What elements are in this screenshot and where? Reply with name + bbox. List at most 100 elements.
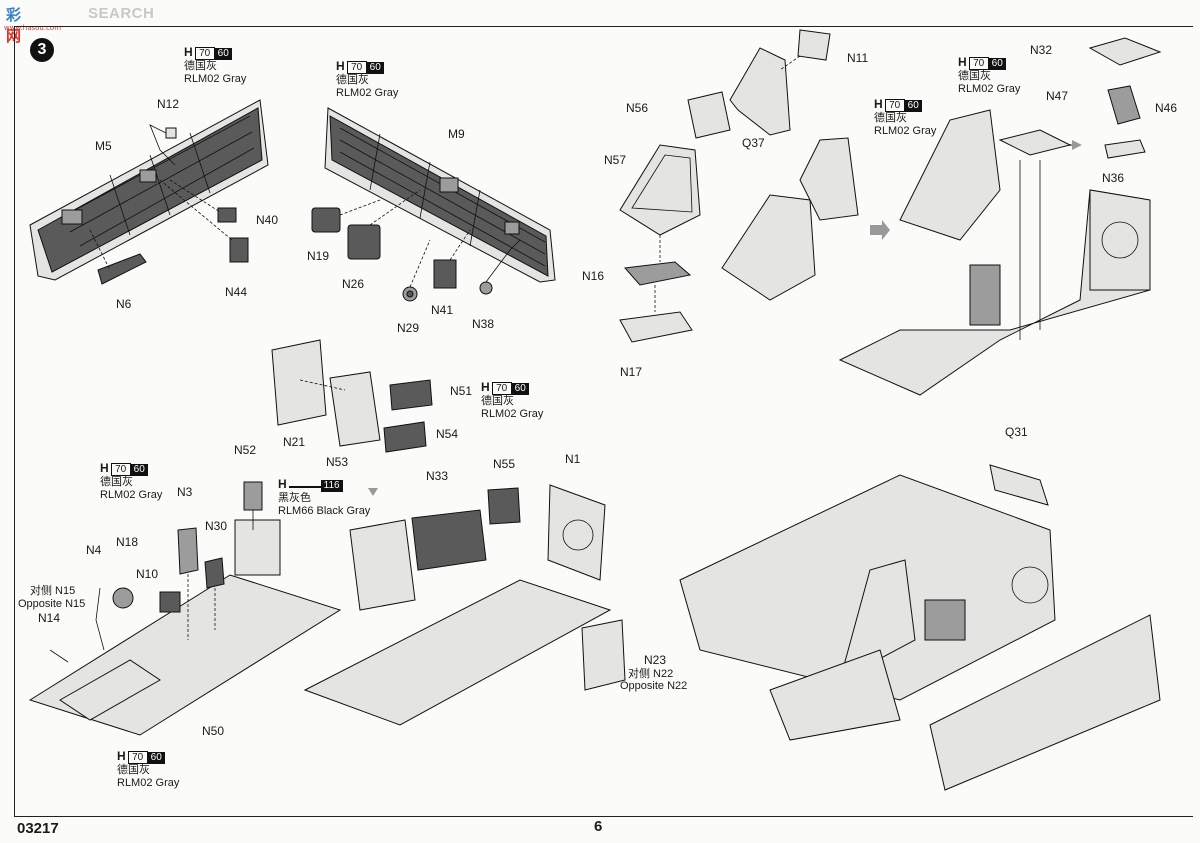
label-opposite-n22-cn: 对侧 N22 (628, 668, 674, 680)
n18-part-art (112, 587, 134, 609)
n26-part-art (347, 224, 381, 260)
n17-part-art (619, 311, 693, 343)
n41-part-art (433, 259, 457, 289)
n52-part-art (234, 519, 281, 576)
n54-part-art (383, 421, 427, 453)
page-number: 6 (594, 818, 603, 835)
m9-panel-art (324, 107, 556, 283)
watermark-search-text: SEARCH (88, 5, 155, 22)
label-n56: N56 (626, 101, 649, 115)
kit-number: 03217 (17, 820, 59, 837)
label-n10: N10 (136, 567, 159, 581)
n6-part-art (97, 253, 147, 285)
label-n51: N51 (450, 384, 473, 398)
n23-part-art (581, 619, 626, 691)
assembled-seat-art (721, 194, 816, 301)
down-arrow-icon (368, 488, 378, 496)
label-n4: N4 (86, 543, 102, 557)
n32-part-art (1088, 37, 1162, 66)
n10-part-art (159, 591, 181, 613)
label-n26: N26 (342, 277, 365, 291)
n4-part-art (95, 587, 105, 651)
label-n33: N33 (426, 469, 449, 483)
label-n54: N54 (436, 427, 459, 441)
n3-part-art (177, 527, 199, 575)
label-n32: N32 (1030, 43, 1053, 57)
label-m5: M5 (95, 139, 112, 153)
label-n41: N41 (431, 303, 454, 317)
label-n38: N38 (472, 317, 495, 331)
n40-part-art (217, 207, 237, 223)
q37-part-art (729, 47, 791, 136)
n1-part-art (547, 484, 606, 581)
n44-part-art (229, 237, 249, 263)
label-n40: N40 (256, 213, 279, 227)
label-n52: N52 (234, 443, 257, 457)
label-n44: N44 (225, 285, 248, 299)
n16-part-art (623, 261, 692, 286)
n19-part-art (311, 207, 341, 233)
n12-part-art (165, 127, 177, 139)
n14-part-art (49, 649, 69, 663)
m5-panel-art (29, 99, 269, 281)
label-n1: N1 (565, 452, 581, 466)
label-n17: N17 (620, 365, 643, 379)
label-n11: N11 (847, 51, 869, 65)
q31-part-art (989, 464, 1049, 506)
label-n19: N19 (307, 249, 330, 263)
arrow-icon (870, 220, 890, 240)
label-n30: N30 (205, 519, 228, 533)
n55-part-art (487, 487, 521, 525)
n33-part-art (411, 509, 487, 571)
label-n57: N57 (604, 153, 627, 167)
label-n12: N12 (157, 97, 180, 111)
n51-part-art (389, 379, 433, 411)
n50-floor-art (28, 481, 342, 736)
upper-cockpit-assembly-art (838, 109, 1151, 396)
lower-middle-floor-art (303, 484, 626, 726)
label-n16: N16 (582, 269, 605, 283)
label-opposite-n15-en: Opposite N15 (18, 598, 86, 610)
label-n23: N23 (644, 653, 667, 667)
n30-part-art (204, 557, 225, 589)
label-q37: Q37 (742, 136, 765, 150)
n53-part-art (329, 371, 381, 447)
label-m9: M9 (448, 127, 465, 141)
watermark-site: www.hasou.com (4, 24, 62, 32)
label-n46: N46 (1155, 101, 1178, 115)
label-n3: N3 (177, 485, 193, 499)
label-n29: N29 (397, 321, 420, 335)
lower-fuselage-assembly-art (679, 464, 1161, 791)
label-n47: N47 (1046, 89, 1069, 103)
label-n6: N6 (116, 297, 132, 311)
label-n50: N50 (202, 724, 225, 738)
page-frame (14, 26, 1193, 817)
label-n21: N21 (283, 435, 306, 449)
label-opposite-n15-cn: 对侧 N15 (30, 585, 76, 597)
n47-part-art (1107, 85, 1141, 125)
n57-part-art (619, 144, 701, 236)
n56-part-art (687, 91, 731, 139)
step-number-badge: 3 (30, 38, 54, 62)
watermark-logo: 彩网 (6, 7, 22, 45)
arrow-icon-2 (1062, 140, 1082, 150)
label-q31: Q31 (1005, 425, 1028, 439)
n38-part-art (479, 281, 493, 295)
label-n14: N14 (38, 611, 61, 625)
n21-part-art (271, 339, 327, 426)
label-n55: N55 (493, 457, 516, 471)
n11-part-art (797, 29, 831, 61)
label-n53: N53 (326, 455, 349, 469)
label-n36: N36 (1102, 171, 1125, 185)
n36-part-art (1104, 139, 1146, 159)
label-n18: N18 (116, 535, 139, 549)
